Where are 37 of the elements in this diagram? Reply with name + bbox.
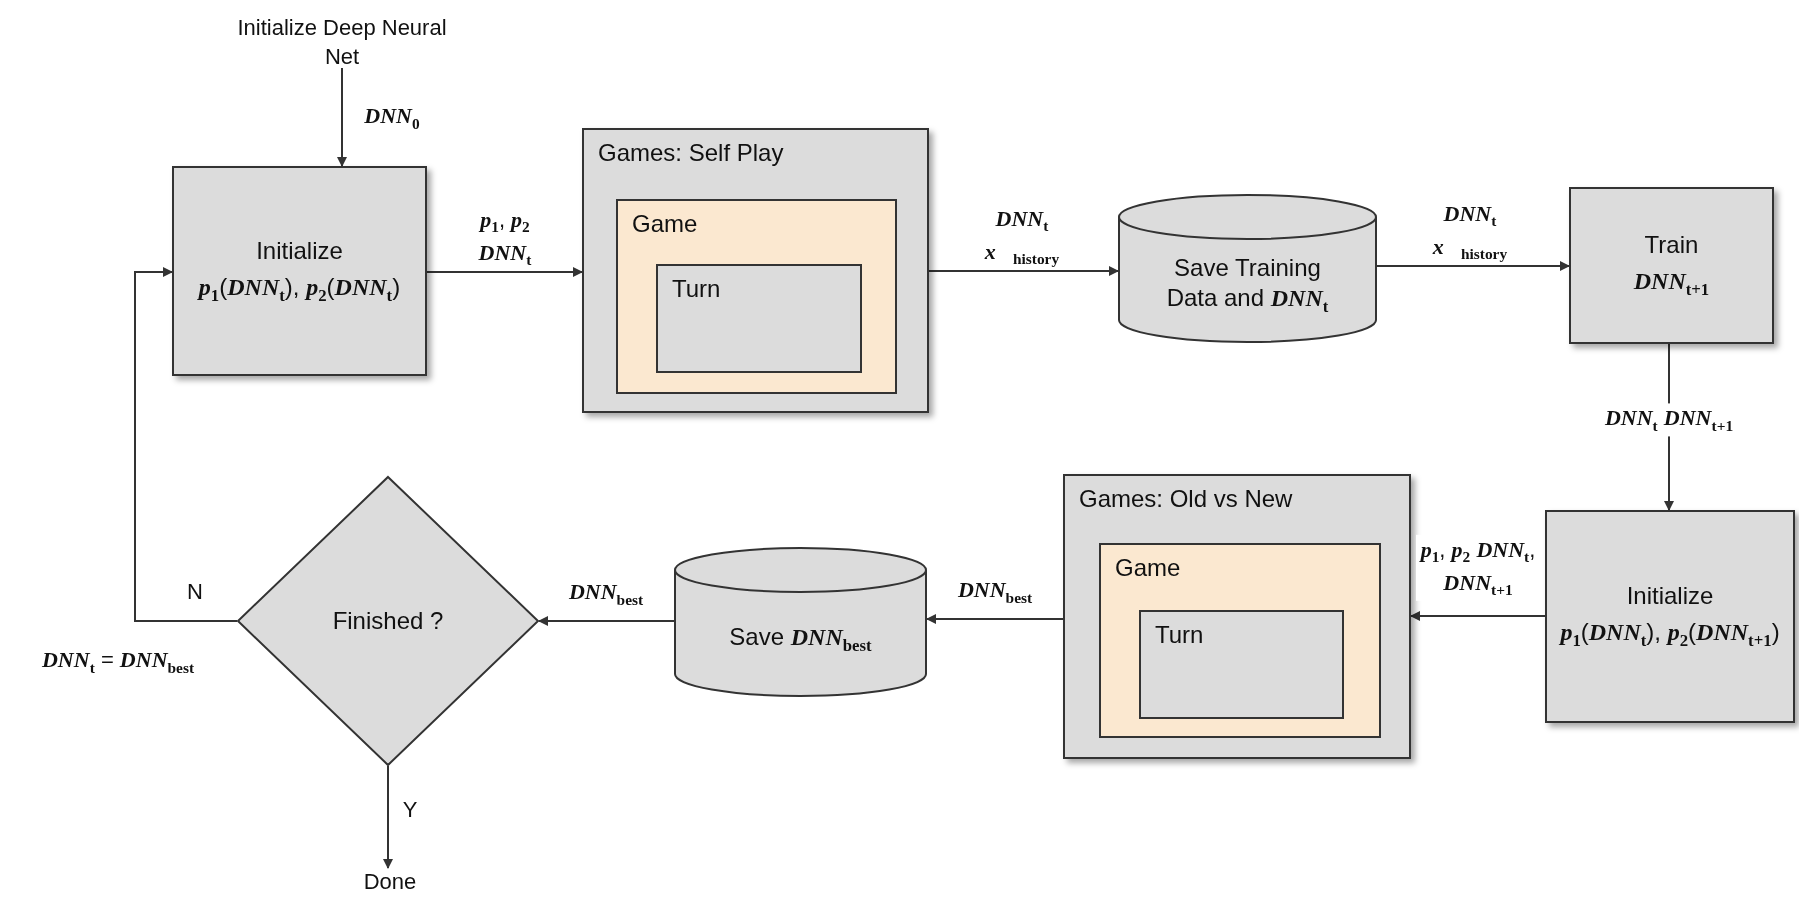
start-label: Initialize Deep Neural Net [222, 14, 462, 68]
node-label: Save DNN$_{best}$ [729, 621, 872, 657]
node-title: Turn [1155, 620, 1204, 650]
node-title: Game [632, 209, 698, 239]
arrow [426, 267, 583, 277]
arrow [1376, 261, 1570, 271]
end-label: Done [340, 868, 440, 898]
edge-label: DNN$_{t}$ DNN$_{t+1}$ [1602, 403, 1736, 437]
process-box [1545, 510, 1795, 723]
equation-label: DNN$_{t}$ = DNN$_{best}$ [41, 647, 195, 677]
group-box [582, 128, 929, 413]
arrow [134, 267, 238, 622]
arrow [383, 765, 393, 869]
turn-box [656, 264, 862, 373]
process-box [172, 166, 427, 376]
node-label: p$_{1}$(DNN$_{t}$), p$_{2}$(DNN$_{t+1}$) [1560, 617, 1780, 652]
node-label: DNN$_{t+1}$ [1633, 267, 1710, 301]
arrow [928, 266, 1119, 276]
node-title: Game [1115, 553, 1181, 583]
node-title: Games: Old vs New [1079, 484, 1293, 514]
node-label: Finished ? [332, 606, 444, 636]
turn-box [1139, 610, 1344, 719]
arrow [926, 614, 1064, 624]
node-title: Initialize [256, 235, 343, 266]
node-title: Turn [672, 274, 721, 304]
game-box [1099, 543, 1381, 738]
node-title: Games: Self Play [598, 138, 784, 168]
game-box [616, 199, 897, 394]
node-label: Save Training Data and DNN$_{t}$ [1165, 253, 1330, 318]
node-label: p$_{1}$(DNN$_{t}$), p$_{2}$(DNN$_{t}$) [198, 271, 401, 307]
node-title: Initialize [1626, 581, 1714, 612]
process-box [1569, 187, 1774, 344]
group-box [1063, 474, 1411, 759]
arrow [337, 67, 347, 167]
arrow [538, 616, 675, 626]
node-title: Train [1644, 230, 1699, 261]
arrow [1410, 611, 1546, 621]
